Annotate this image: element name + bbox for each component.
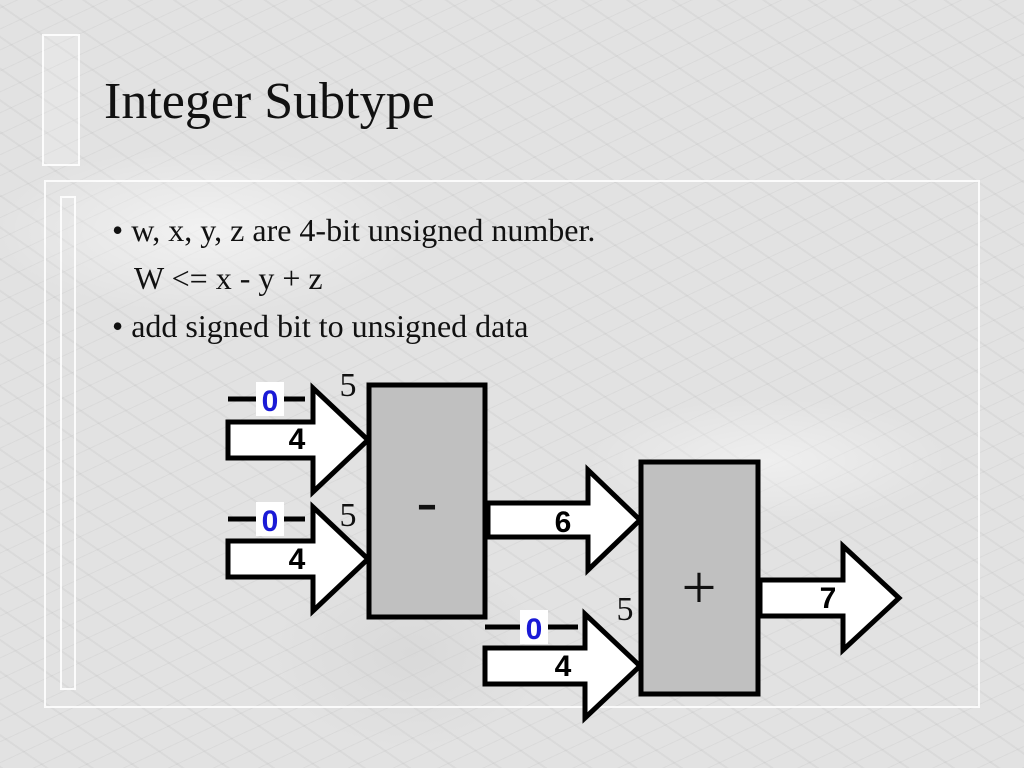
adder-symbol: +: [682, 554, 717, 622]
title-accent-bar: [42, 34, 80, 166]
sign-bit-y: 0: [262, 505, 279, 538]
bullet-equation: W <= x - y + z: [134, 260, 323, 296]
bullet-item: • add signed bit to unsigned data: [112, 308, 529, 344]
add-output-width: 7: [820, 582, 837, 615]
slide-title: Integer Subtype: [104, 73, 435, 130]
input-y-arrow: [225, 501, 372, 617]
sign-bit-bg-y: [256, 502, 284, 536]
sign-bit-bg-z: [520, 610, 548, 644]
width-label-x: 4: [289, 423, 306, 456]
subtractor-block: [366, 382, 488, 620]
width-label-y: 4: [289, 543, 306, 576]
sign-bit-bg-x: [256, 382, 284, 416]
total-width-x: 5: [340, 367, 357, 404]
subtractor-symbol: -: [417, 468, 438, 536]
bullet-item: • w, x, y, z are 4-bit unsigned number.: [112, 212, 596, 248]
width-label-z: 4: [555, 650, 572, 683]
sub-output-width: 6: [555, 506, 572, 539]
content-accent-bar: [60, 196, 76, 690]
content-panel: [44, 180, 980, 708]
sign-bit-z: 0: [526, 613, 543, 646]
total-width-z: 5: [617, 591, 634, 628]
bullet-list: • w, x, y, z are 4-bit unsigned number. …: [112, 206, 595, 350]
add-output-arrow: [757, 540, 903, 656]
input-x-arrow: [225, 382, 372, 498]
total-width-y: 5: [340, 497, 357, 534]
sub-output-arrow: [485, 464, 644, 576]
sign-bit-x: 0: [262, 385, 279, 418]
input-z-arrow: [482, 608, 644, 724]
